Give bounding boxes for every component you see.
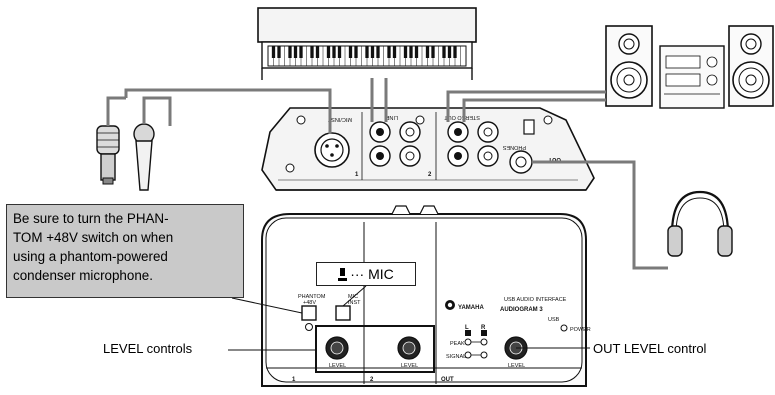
rear-ch2-label: 2 bbox=[428, 172, 432, 178]
black-key bbox=[425, 46, 430, 58]
black-key bbox=[387, 46, 391, 58]
black-key bbox=[310, 46, 314, 58]
callout-line-1: Be sure to turn the PHAN- bbox=[13, 211, 169, 226]
callout-line-3: using a phantom-powered bbox=[13, 249, 168, 264]
black-key bbox=[326, 46, 331, 58]
rear-phones-label: PHONES bbox=[502, 144, 526, 150]
black-key bbox=[442, 46, 446, 58]
callout-line-4: condenser microphone. bbox=[13, 268, 153, 283]
front-panel-illustration: PHANTOM +48V MIC INST PEAK SIGNAL LEVEL … bbox=[261, 205, 591, 387]
channel-2-label: 2 bbox=[370, 377, 374, 383]
black-key bbox=[348, 46, 353, 58]
out-section-label: OUT bbox=[441, 377, 454, 383]
out-level-control-label: OUT LEVEL control bbox=[593, 341, 707, 356]
speaker-right bbox=[728, 25, 774, 107]
black-key bbox=[409, 46, 413, 58]
mic-switch-label: ··· MIC bbox=[350, 266, 394, 282]
black-key bbox=[332, 46, 336, 58]
meter-r-label: R bbox=[481, 325, 486, 331]
speaker-left bbox=[605, 25, 653, 107]
power-label: POWER bbox=[570, 327, 591, 333]
product-name: AUDIOGRAM 3 bbox=[500, 307, 543, 313]
rear-stereo-out-label: STEREO OUT bbox=[444, 114, 480, 120]
level-controls-label: LEVEL controls bbox=[103, 341, 193, 356]
black-key bbox=[403, 46, 408, 58]
rear-line-label: LINE bbox=[385, 114, 398, 120]
product-line-label: USB AUDIO INTERFACE bbox=[504, 297, 567, 303]
black-key bbox=[315, 46, 320, 58]
phantom-voltage: +48V bbox=[303, 300, 316, 306]
level-knob-out-label: LEVEL bbox=[508, 363, 525, 369]
usb-label: USB bbox=[548, 317, 560, 323]
condenser-microphone bbox=[96, 125, 120, 185]
black-key bbox=[365, 46, 369, 58]
rear-mic-inst-label: MIC/INST bbox=[327, 116, 352, 122]
black-key bbox=[370, 46, 375, 58]
black-key bbox=[431, 46, 435, 58]
phantom-power-callout: Be sure to turn the PHAN- TOM +48V switc… bbox=[6, 204, 244, 298]
switch-position-icon bbox=[338, 267, 348, 281]
black-key bbox=[288, 46, 292, 58]
mic-switch-indicator: ··· MIC bbox=[316, 262, 416, 286]
black-key bbox=[271, 46, 276, 58]
black-key bbox=[447, 46, 452, 58]
cables bbox=[106, 78, 668, 270]
peak-label: PEAK bbox=[450, 341, 465, 347]
rear-ch1-label: 1 bbox=[355, 172, 359, 178]
phantom-label: PHANTOM bbox=[298, 294, 326, 300]
black-key bbox=[293, 46, 298, 58]
channel-1-label: 1 bbox=[292, 377, 296, 383]
brand-label: YAMAHA bbox=[458, 305, 484, 311]
keyboard-illustration bbox=[257, 7, 477, 80]
signal-label: SIGNAL bbox=[446, 354, 466, 360]
black-key bbox=[354, 46, 358, 58]
level-knob-2-label: LEVEL bbox=[401, 363, 418, 369]
rear-out-label: OUT bbox=[548, 156, 561, 162]
meter-l-label: L bbox=[465, 325, 469, 331]
black-key bbox=[414, 46, 419, 58]
pointer-lines bbox=[228, 285, 590, 351]
black-key bbox=[337, 46, 342, 58]
mic-inst-inst-label: INST bbox=[348, 300, 361, 306]
headphones bbox=[667, 190, 733, 257]
level-knob-1-label: LEVEL bbox=[329, 363, 346, 369]
black-key bbox=[277, 46, 281, 58]
black-key bbox=[376, 46, 380, 58]
rear-panel-illustration: MIC/INST LINE STEREO OUT PHONES OUT 1 2 bbox=[261, 107, 595, 191]
black-key bbox=[392, 46, 397, 58]
black-key bbox=[453, 46, 457, 58]
dynamic-microphone bbox=[133, 123, 155, 191]
stereo-system bbox=[659, 45, 725, 109]
black-key bbox=[299, 46, 303, 58]
callout-line-2: TOM +48V switch on when bbox=[13, 230, 174, 245]
